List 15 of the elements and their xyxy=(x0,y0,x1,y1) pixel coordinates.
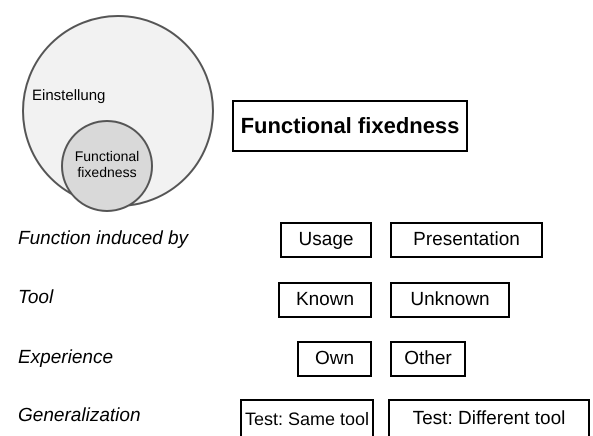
category-box: Unknown xyxy=(390,282,510,318)
row-label: Function induced by xyxy=(18,228,188,250)
circle-label: Einstellung xyxy=(32,87,106,104)
category-box: Own xyxy=(297,341,372,377)
category-box: Known xyxy=(278,282,372,318)
row-label: Experience xyxy=(18,347,114,369)
category-box: Usage xyxy=(280,222,372,258)
category-box: Test: Different tool xyxy=(388,399,590,436)
row-label: Generalization xyxy=(18,405,141,427)
title-box: Functional fixedness xyxy=(232,100,468,152)
category-box: Other xyxy=(390,341,466,377)
category-box: Presentation xyxy=(390,222,543,258)
category-box: Test: Same tool xyxy=(240,399,374,436)
circle-label: Functional fixedness xyxy=(74,148,140,180)
row-label: Tool xyxy=(18,287,54,309)
